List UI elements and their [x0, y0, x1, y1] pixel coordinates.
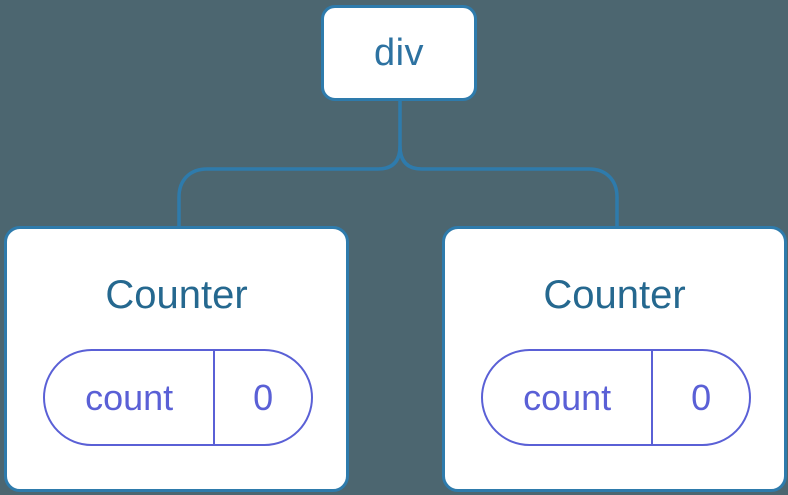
counter-card-right: Counter count 0: [442, 226, 787, 492]
counter-card-left: Counter count 0: [4, 226, 349, 492]
state-key: count: [45, 351, 216, 444]
state-pill: count 0: [43, 349, 313, 446]
state-value: 0: [253, 376, 274, 418]
state-pill: count 0: [481, 349, 751, 446]
counter-title: Counter: [543, 273, 686, 317]
counter-title: Counter: [105, 273, 248, 317]
root-node-div: div: [321, 5, 477, 101]
state-key: count: [483, 351, 654, 444]
root-node-label: div: [373, 31, 425, 74]
state-value: 0: [691, 376, 712, 418]
